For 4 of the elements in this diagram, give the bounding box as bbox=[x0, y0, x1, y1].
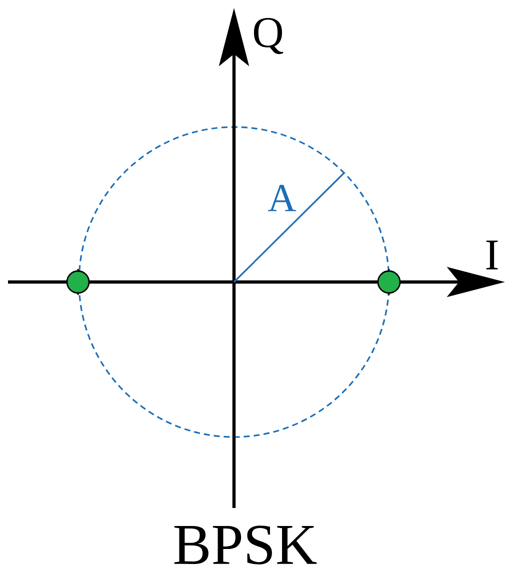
caption: BPSK bbox=[174, 526, 317, 564]
axis-label: Q bbox=[254, 18, 284, 54]
axis-label: I bbox=[486, 240, 498, 270]
radius-label: A bbox=[268, 184, 296, 212]
